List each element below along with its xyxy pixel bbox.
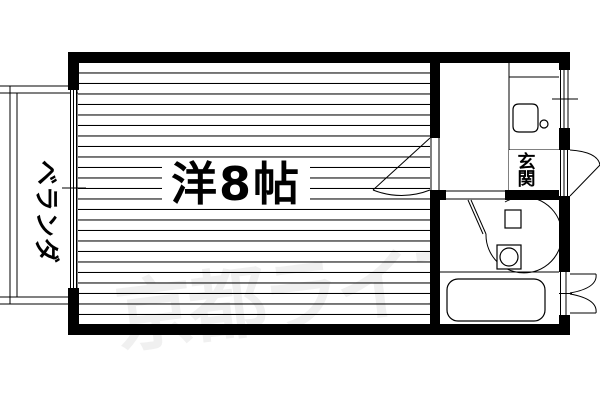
exterior-walls	[68, 52, 570, 335]
closet-doors[interactable]	[559, 272, 597, 315]
wall-room-corridor-lower	[430, 190, 440, 324]
kitchen-window[interactable]	[552, 70, 578, 128]
entrance-label-char2: 関	[518, 169, 537, 190]
front-door-swing-arc	[569, 149, 600, 166]
wall-left-upper	[68, 52, 79, 90]
entrance-label-char1: 玄	[518, 151, 537, 173]
wall-entrance-step	[505, 190, 570, 200]
entrance-area: 玄 関	[509, 150, 559, 190]
toilet-icon	[496, 209, 522, 270]
wall-bottom-left	[68, 324, 430, 335]
room-door-leaf	[372, 137, 431, 191]
wall-bottom-right	[430, 324, 570, 335]
bathtub-icon	[446, 278, 546, 322]
closet-arc-upper	[569, 273, 597, 294]
main-room-label: 洋8帖	[171, 157, 301, 211]
sink-basin	[512, 103, 539, 133]
wall-room-corridor-upper	[430, 52, 440, 138]
balcony-slider[interactable]	[62, 90, 86, 288]
room-door-swing-arc	[372, 189, 431, 196]
bath-door-opening	[446, 190, 505, 200]
wall-detail-ticks	[0, 85, 68, 305]
main-room: 洋8帖	[78, 62, 430, 324]
bath-door-leaf-a	[467, 199, 484, 235]
toilet-tank	[504, 209, 522, 229]
bathroom-area	[440, 190, 563, 324]
entrance-floor	[509, 150, 559, 190]
wall-right-mid	[559, 128, 570, 150]
wall-right-upper	[559, 52, 570, 70]
sink-drain	[539, 119, 549, 129]
toilet-bowl	[499, 247, 519, 267]
bath-door-leaf-b	[470, 199, 487, 235]
room-door-opening	[430, 138, 440, 190]
wall-left-lower	[68, 288, 79, 335]
closet-arc-lower	[569, 293, 597, 314]
sink-icon	[512, 103, 549, 133]
wall-right-lower	[559, 196, 570, 272]
wall-top	[68, 52, 570, 63]
front-door-leaf	[569, 164, 600, 197]
main-room-label-backing	[162, 158, 310, 208]
wall-right-bottom	[559, 315, 570, 335]
veranda-label: ベランダ	[32, 160, 61, 264]
room-door[interactable]	[372, 137, 440, 196]
front-door[interactable]	[559, 149, 600, 197]
